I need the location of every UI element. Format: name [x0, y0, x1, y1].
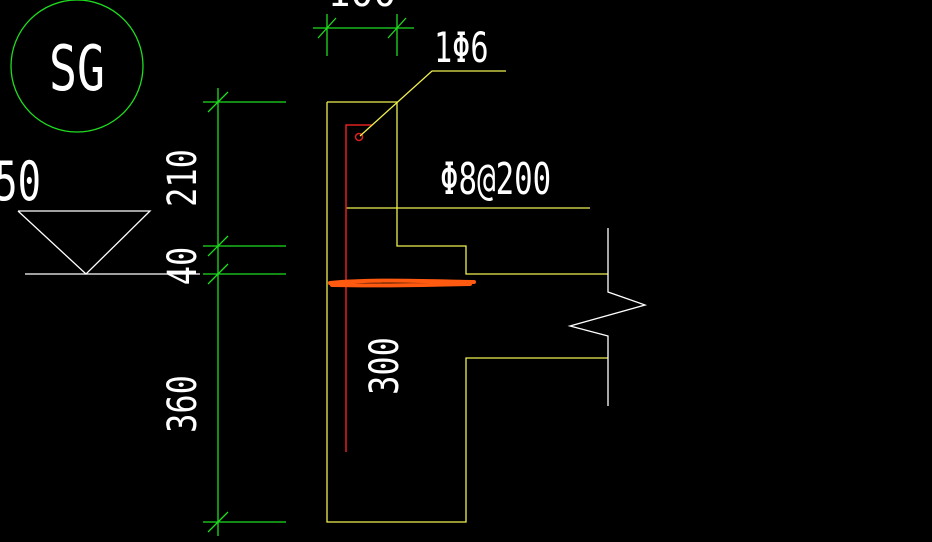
top-bar-leader — [359, 70, 506, 137]
dimension-360: 360 — [158, 375, 205, 433]
dimension-300: 300 — [360, 337, 407, 395]
rebar — [345, 124, 372, 452]
break-line — [567, 228, 648, 406]
top-bar-label: 1Φ6 — [434, 23, 489, 72]
section-symbol: SG — [10, 0, 144, 133]
level-triangle — [17, 210, 152, 275]
dimension-210: 210 — [158, 149, 205, 207]
level-mark: 50 — [0, 151, 200, 275]
stirrup-label: Φ8@200 — [440, 153, 551, 204]
left-dimension-chain — [203, 88, 286, 536]
dimension-40: 40 — [158, 247, 205, 286]
symbol-circle — [10, 0, 144, 133]
level-value: 50 — [0, 151, 41, 214]
symbol-label: SG — [49, 32, 105, 104]
top-dimension-value: 100 — [328, 0, 397, 15]
top-dimension — [313, 14, 414, 56]
cut-line-mark — [328, 278, 476, 288]
section-outline — [326, 101, 608, 523]
top-bar-marker — [354, 132, 364, 142]
